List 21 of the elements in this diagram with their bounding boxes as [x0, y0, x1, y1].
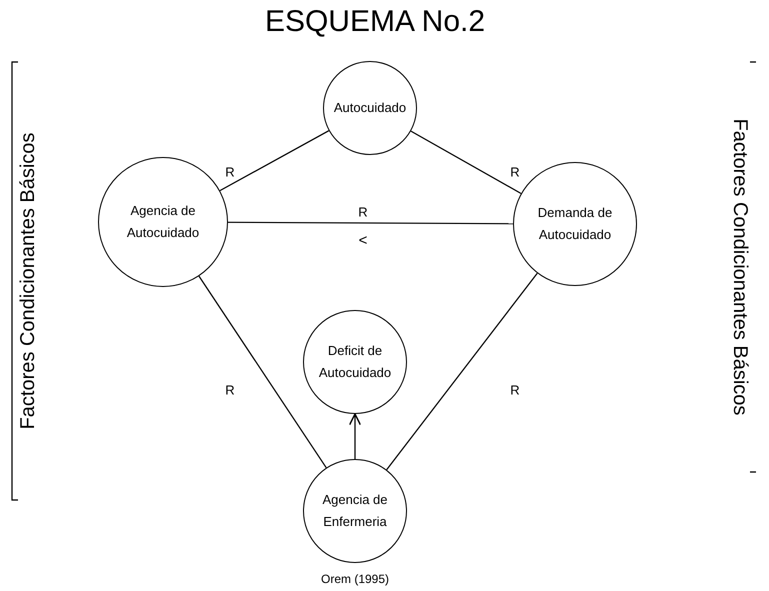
- node-label: Deficit de Autocuidado: [318, 342, 392, 382]
- edge-label: R: [223, 164, 237, 180]
- edge-label: R: [508, 164, 522, 180]
- node-label: Autocuidado: [332, 99, 408, 117]
- connector-line: [386, 272, 538, 470]
- edge-label: R: [223, 382, 237, 398]
- arrow: [348, 413, 362, 459]
- edge-label: R: [356, 204, 370, 220]
- title: ESQUEMA No.2: [264, 4, 486, 40]
- edge-label: R: [508, 382, 522, 398]
- connector-line: [198, 276, 327, 468]
- connector-line: [410, 130, 522, 194]
- node-label: Agencia de Autocuidado: [126, 202, 200, 242]
- connector-line: [228, 222, 513, 224]
- node-label: Agencia de Enfermeria: [321, 491, 389, 531]
- less-than-sign: <: [358, 233, 368, 249]
- side-label: Factores Condicionantes Básicos: [16, 132, 40, 430]
- side-label: Factores Condicionantes Básicos: [728, 118, 752, 416]
- citation: Orem (1995): [320, 571, 390, 588]
- connector-line: [220, 130, 330, 192]
- node-label: Demanda de Autocuidado: [536, 204, 614, 244]
